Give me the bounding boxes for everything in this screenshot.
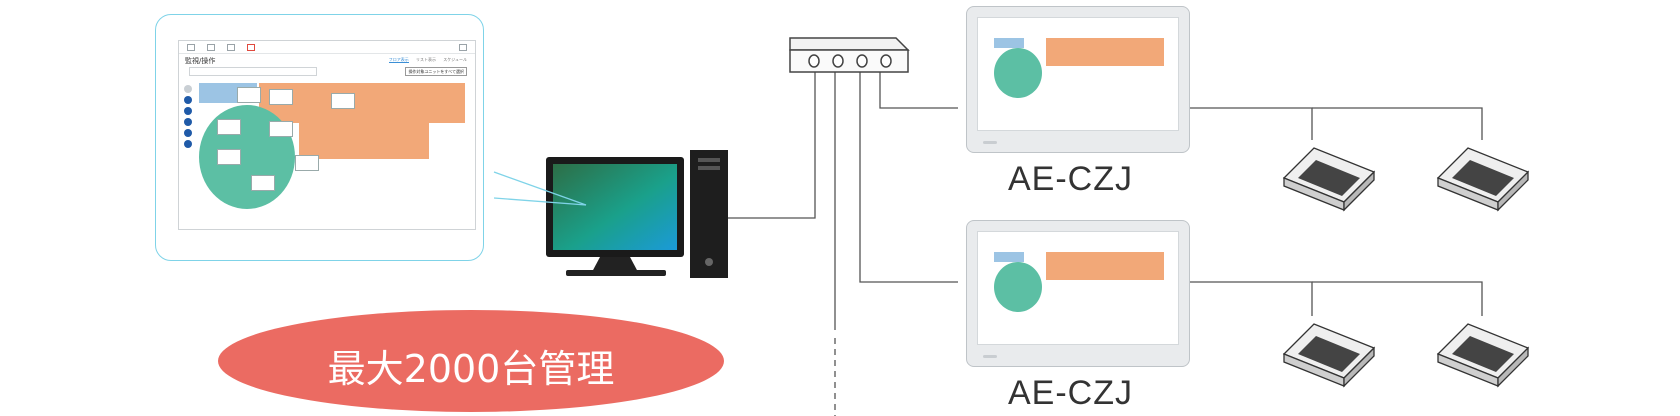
wire-ac-1	[1182, 107, 1313, 140]
wire-ac-4	[1312, 281, 1483, 316]
pc-screenshot: 監視/操作 フロア表示 リスト表示 スケジュール 操作対象ユニットをすべて選択	[178, 40, 476, 230]
alert-icon	[247, 44, 255, 51]
wire-pc	[728, 70, 816, 219]
screenshot-sidebar	[183, 85, 193, 151]
capacity-badge: 最大2000台管理	[218, 310, 724, 412]
controller-led	[983, 355, 997, 358]
pc-monitor-icon	[493, 157, 684, 276]
wire-ac-2	[1312, 107, 1483, 140]
floor-zone	[1046, 38, 1164, 66]
floor-zone	[994, 252, 1024, 262]
schedule-icon	[227, 44, 235, 51]
floor-zone	[1046, 252, 1164, 280]
capacity-badge-text: 最大2000台管理	[327, 347, 615, 391]
unit-card	[237, 87, 261, 103]
sidebar-dot	[184, 140, 192, 148]
wire-controller-2	[859, 70, 958, 283]
unit-card	[269, 121, 293, 137]
controller-1-label: AE-CZJ	[1008, 160, 1133, 198]
unit-card	[217, 149, 241, 165]
floor-zone	[299, 123, 429, 159]
controller-screen	[977, 231, 1179, 345]
pc-tower-icon	[690, 150, 728, 278]
wire-controller-1	[879, 70, 958, 109]
sidebar-dot	[184, 107, 192, 115]
select-all-button: 操作対象ユニットをすべて選択	[405, 67, 467, 76]
screenshot-topbar	[179, 41, 475, 54]
close-icon	[459, 44, 467, 51]
menu-icon	[187, 44, 195, 51]
tab-floor: フロア表示	[388, 57, 409, 63]
ceiling-cassette-unit-icon	[1282, 147, 1530, 388]
sidebar-dot	[184, 118, 192, 126]
controller-led	[983, 141, 997, 144]
controller-device-2	[966, 220, 1190, 367]
controller-screen	[977, 17, 1179, 131]
network-hub-icon	[789, 37, 910, 73]
floor-zone	[994, 48, 1042, 98]
floor-plan	[199, 83, 465, 211]
floor-icon	[207, 44, 215, 51]
floor-zone	[994, 262, 1042, 312]
unit-card	[295, 155, 319, 171]
floor-select	[189, 67, 317, 76]
sidebar-dot	[184, 129, 192, 137]
sidebar-dot	[184, 96, 192, 104]
controller-2-label: AE-CZJ	[1008, 374, 1133, 412]
wire-ac-3	[1182, 281, 1313, 316]
unit-card	[331, 93, 355, 109]
tab-schedule: スケジュール	[443, 57, 467, 62]
sidebar-dot	[184, 85, 192, 93]
unit-card	[217, 119, 241, 135]
floor-zone	[259, 83, 465, 123]
unit-card	[251, 175, 275, 191]
unit-card	[269, 89, 293, 105]
tab-list: リスト表示	[415, 57, 436, 62]
controller-device-1	[966, 6, 1190, 153]
screenshot-tabs: フロア表示 リスト表示 スケジュール	[383, 57, 467, 63]
screenshot-title: 監視/操作	[185, 57, 216, 65]
floor-zone	[994, 38, 1024, 48]
